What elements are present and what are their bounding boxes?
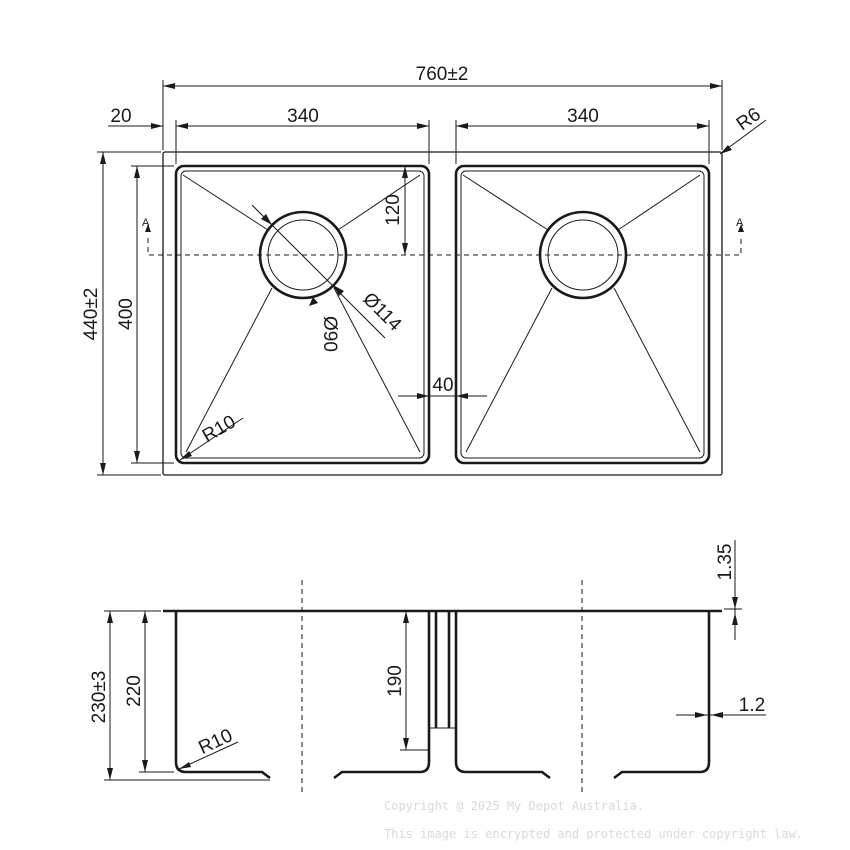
dim-bowl-width-right: 340 [567,106,599,127]
dim-drain-offset: 120 [383,194,404,226]
section-marker-right: A [736,217,744,229]
dim-bottom-radius: R10 [195,725,235,759]
dim-drain-outer-diameter: Ø114 [359,289,406,336]
section-right-bowl [454,611,551,780]
dim-divider-width: 40 [432,375,453,396]
dim-left-margin: 20 [110,106,131,127]
dim-overall-depth: 440±2 [81,288,102,341]
dim-divider-height: 190 [385,665,406,697]
watermark-line-2: This image is encrypted and protected un… [384,827,803,841]
section-right-bowl-inner [613,611,711,780]
section-line [147,238,742,256]
section-view: 1.35 230±3 220 190 1.2 R10 [89,540,766,795]
dim-flange-thickness: 1.35 [715,544,736,581]
right-bowl [454,164,711,465]
dim-bowl-height: 220 [124,675,145,707]
leader-bowl-corner-radius [179,417,244,461]
left-bowl [174,164,431,465]
watermark-line-1: Copyright @ 2025 My Depot Australia. [384,799,644,813]
section-left-bowl [174,611,271,780]
section-marker-left: A [142,217,150,229]
dim-overall-width: 760±2 [416,64,469,85]
dim-corner-radius: R6 [733,104,765,135]
section-left-bowl-inner [333,611,431,780]
dim-bowl-width-left: 340 [287,106,319,127]
sink-outer-rim [162,151,723,476]
dim-bowl-depth: 400 [116,298,137,330]
leader-drain-diameter [251,204,386,339]
plan-view: A A 760±2 20 340 340 R6 [81,64,767,476]
dim-drain-inner-diameter: Ø90 [319,316,340,352]
dim-overall-height: 230±3 [89,671,110,724]
dim-wall-thickness: 1.2 [739,695,765,716]
